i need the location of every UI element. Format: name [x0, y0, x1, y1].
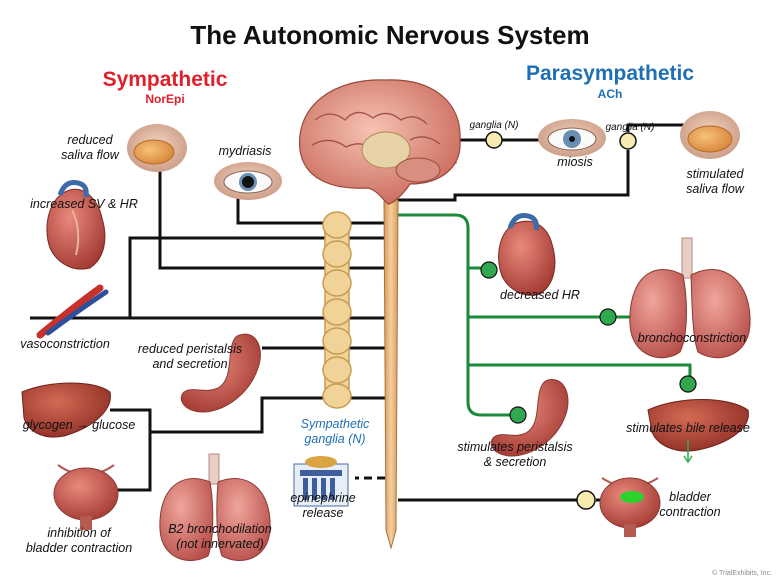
- lungs-icon: [629, 237, 751, 359]
- label-ganglia-saliva: ganglia (N): [605, 122, 655, 133]
- ganglion-heart: [480, 261, 498, 279]
- line-liver: [110, 396, 385, 434]
- line-saliva: [158, 160, 385, 270]
- bladder-icon: [53, 464, 119, 530]
- liver-icon: [647, 399, 749, 464]
- parasympathetic-heading: Parasympathetic: [525, 62, 695, 85]
- parasympathetic-neurotransmitter: ACh: [597, 87, 623, 101]
- line-vagus: [398, 213, 512, 417]
- label-b2-bronchodilation: B2 bronchodilation(not innervated): [168, 522, 272, 551]
- label-stimulates-peristalsis: stimulates peristalsis& secretion: [457, 440, 573, 469]
- heart-icon: [46, 180, 106, 270]
- ganglion-stomach: [509, 406, 527, 424]
- ganglion-lung: [599, 308, 617, 326]
- label-ganglia-eye: ganglia (N): [469, 120, 519, 131]
- line-saliva-para: [396, 150, 630, 202]
- parasympathetic-green-ganglia: [480, 261, 697, 424]
- blood-vessel-icon: [36, 284, 109, 339]
- sympathetic-neurotransmitter: NorEpi: [145, 92, 185, 106]
- ganglion-saliva: [619, 132, 637, 150]
- label-miosis: miosis: [557, 155, 593, 169]
- label-increased-sv-hr: increased SV & HR: [30, 197, 138, 211]
- label-glycogen-glucose: glycogen → glucose: [22, 418, 136, 432]
- parasympathetic-ganglia: [485, 131, 637, 510]
- ganglion-eye: [485, 131, 503, 149]
- salivary-gland-icon: [680, 111, 740, 159]
- line-saliva-para-post: [626, 123, 690, 132]
- spinal-cord: [383, 199, 399, 550]
- adrenal-gland-icon: [293, 456, 349, 507]
- heart-icon: [498, 213, 556, 296]
- eye-icon: [538, 119, 606, 157]
- trialexhibits-logo: © TrialExhibits, Inc.: [712, 570, 773, 577]
- ganglion-bladder: [576, 490, 596, 510]
- salivary-gland-icon: [127, 124, 187, 172]
- stomach-icon: [490, 379, 569, 457]
- ganglion-liver: [679, 375, 697, 393]
- label-mydriasis: mydriasis: [218, 144, 272, 158]
- brain-icon: [299, 79, 461, 205]
- label-stimulates-bile: stimulates bile release: [626, 421, 750, 435]
- eye-icon: [214, 162, 282, 200]
- line-liver-para: [468, 363, 692, 376]
- stomach-icon: [180, 333, 261, 413]
- liver-icon: [21, 382, 111, 438]
- lungs-icon: [159, 453, 271, 561]
- page-title: The Autonomic Nervous System: [190, 20, 590, 50]
- sympathetic-heading: Sympathetic: [102, 68, 228, 91]
- parasympathetic-nerve-lines: [398, 213, 692, 417]
- sympathetic-ganglia-chain: [322, 211, 352, 409]
- line-bladder: [110, 432, 152, 492]
- bladder-icon: [599, 477, 661, 537]
- label-decreased-hr: decreased HR: [500, 288, 580, 302]
- line-heart: [128, 236, 385, 318]
- label-bronchoconstriction: bronchoconstriction: [637, 331, 747, 345]
- label-vasoconstriction: vasoconstriction: [20, 337, 110, 351]
